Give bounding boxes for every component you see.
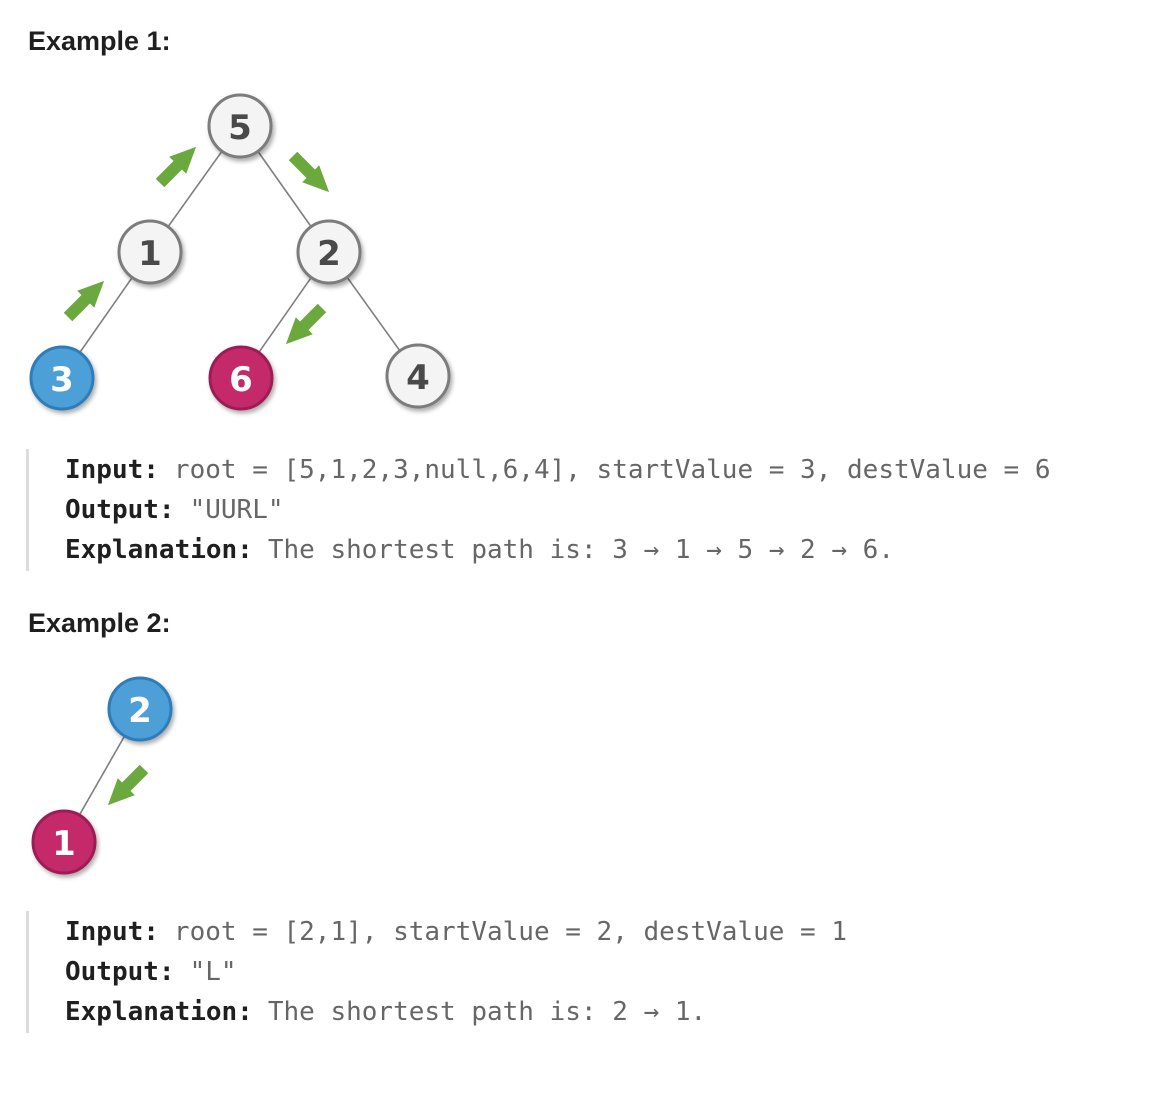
- example1-heading: Example 1:: [28, 26, 171, 56]
- tree-node-dest: 6: [208, 345, 274, 411]
- arrow-down-right-icon: [288, 151, 330, 193]
- input-value: root = [5,1,2,3,null,6,4], startValue = …: [173, 455, 1051, 485]
- example2-io-block: Input: root = [2,1], startValue = 2, dest…: [26, 911, 847, 1033]
- tree-node-dest: 1: [31, 809, 97, 875]
- node-value: 1: [52, 824, 76, 864]
- input-line: Input: root = [2,1], startValue = 2, dest…: [65, 917, 847, 947]
- tree-edges: [61, 125, 419, 379]
- explanation-value: The shortest path is: 3 → 1 → 5 → 2 → 6.: [267, 535, 894, 565]
- input-line: Input: root = [5,1,2,3,null,6,4], startVa…: [65, 455, 1051, 485]
- tree-node-start: 2: [107, 676, 173, 742]
- node-value: 3: [50, 360, 74, 400]
- output-value: "L": [189, 957, 237, 987]
- output-line: Output: "UURL": [65, 495, 284, 525]
- output-line: Output: "L": [65, 957, 237, 987]
- arrow-up-right-icon: [63, 280, 105, 322]
- input-label: Input:: [65, 455, 159, 485]
- path-arrows: [107, 764, 149, 806]
- explanation-line: Explanation: The shortest path is: 3 → 1 …: [65, 535, 894, 565]
- input-label: Input:: [65, 917, 159, 947]
- node-value: 5: [228, 108, 252, 148]
- arrow-down-left-icon: [285, 303, 327, 345]
- tree-node-left: 1: [117, 219, 183, 285]
- explanation-label: Explanation:: [65, 535, 253, 565]
- node-value: 4: [406, 358, 430, 398]
- explanation-label: Explanation:: [65, 997, 253, 1027]
- arrow-up-right-icon: [155, 146, 197, 188]
- tree-node-start: 3: [29, 345, 95, 411]
- node-value: 1: [138, 234, 162, 274]
- example2-heading: Example 2:: [28, 608, 171, 638]
- tree-node-right-right: 4: [385, 343, 451, 409]
- node-value: 2: [317, 234, 341, 274]
- tree-node-right: 2: [296, 219, 362, 285]
- output-label: Output:: [65, 495, 175, 525]
- explanation-value: The shortest path is: 2 → 1.: [267, 997, 707, 1027]
- example2-tree-diagram: 2 1: [31, 676, 173, 875]
- arrow-down-left-icon: [107, 764, 149, 806]
- node-value: 6: [229, 360, 253, 400]
- example1-io-block: Input: root = [5,1,2,3,null,6,4], startVa…: [26, 449, 1051, 571]
- example1-tree-diagram: 5 1 2 3 6 4: [29, 93, 451, 411]
- node-value: 2: [128, 691, 152, 731]
- path-arrows: [63, 146, 330, 345]
- output-label: Output:: [65, 957, 175, 987]
- explanation-line: Explanation: The shortest path is: 2 → 1.: [65, 997, 706, 1027]
- output-value: "UURL": [189, 495, 284, 525]
- tree-node-root: 5: [207, 93, 273, 159]
- input-value: root = [2,1], startValue = 2, destValue …: [173, 917, 848, 947]
